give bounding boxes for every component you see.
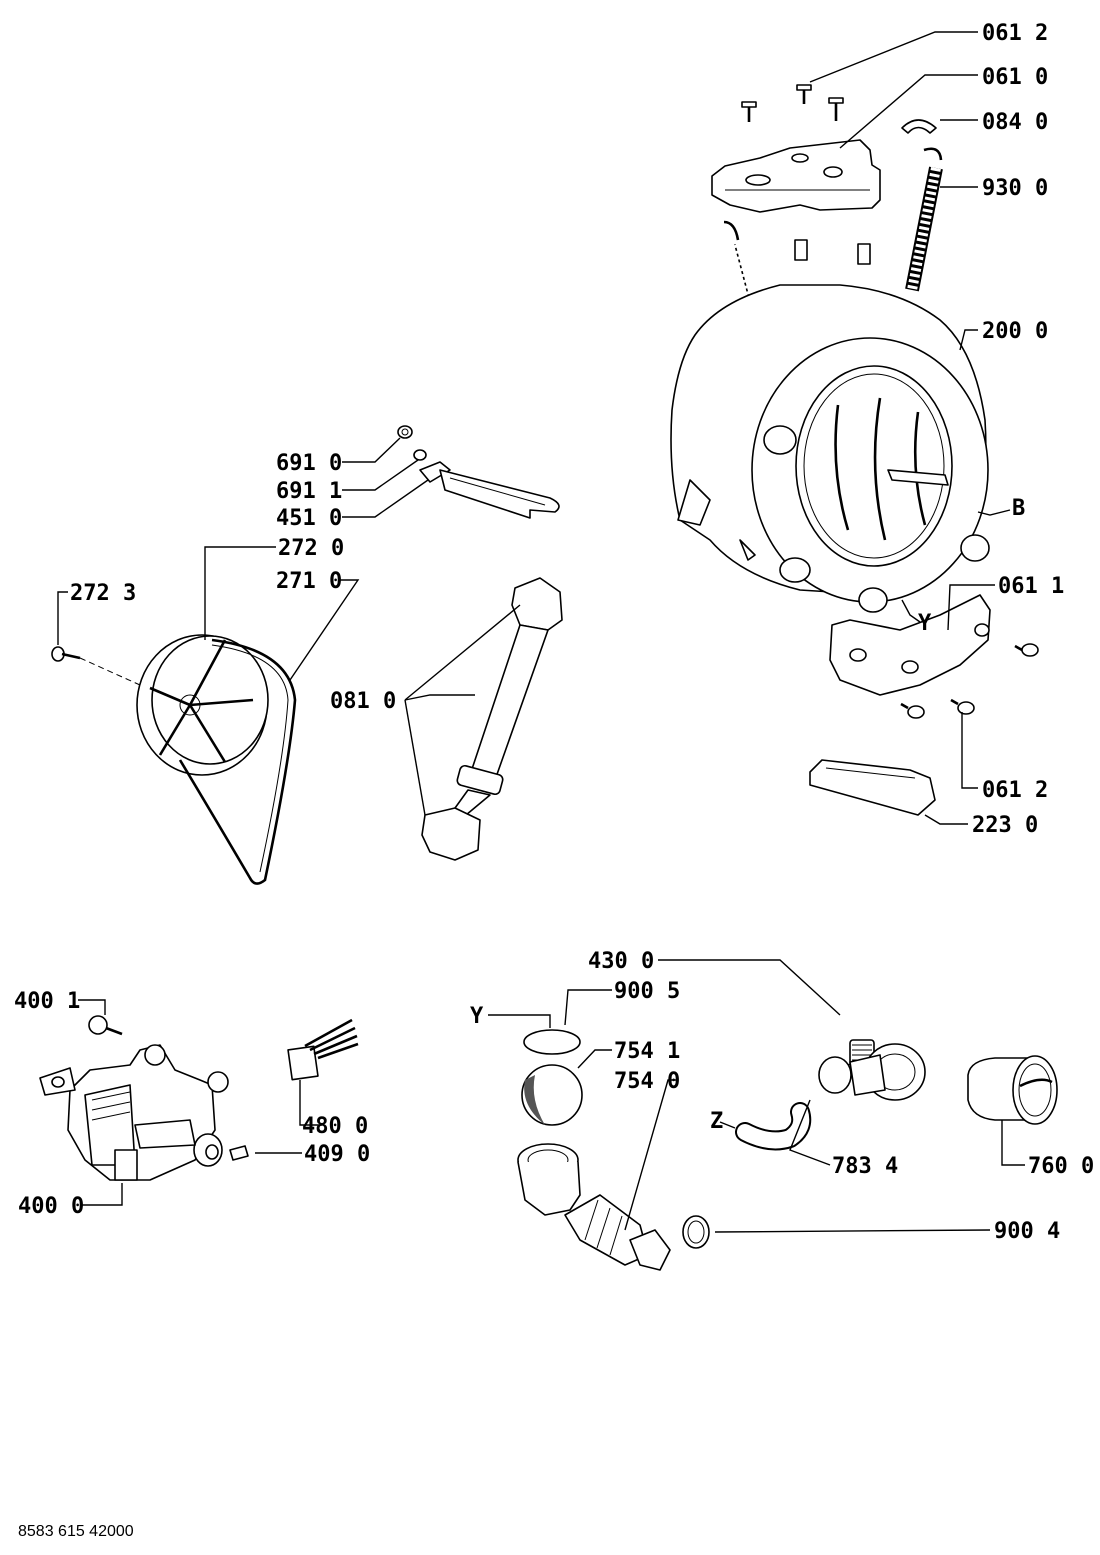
pulley-bolt: [51, 646, 141, 686]
sump: [517, 1143, 671, 1271]
pump-hose: [735, 1102, 812, 1151]
label-400-0: 400 0: [18, 1194, 84, 1219]
screw-bottom-3: [950, 698, 975, 715]
label-223-0: 223 0: [972, 813, 1038, 838]
label-400-1: 400 1: [14, 989, 80, 1014]
screw-bottom-1: [1014, 643, 1039, 657]
drive-belt: [178, 638, 297, 885]
heating-element: [419, 461, 560, 519]
label-061-1: 061 1: [998, 574, 1064, 599]
label-900-4: 900 4: [994, 1219, 1060, 1244]
label-200-0: 200 0: [982, 319, 1048, 344]
label-691-1: 691 1: [276, 479, 342, 504]
leader-lines: [57, 31, 1025, 1233]
screw-top-left: [741, 101, 757, 122]
connector: [287, 1018, 359, 1081]
label-409-0: 409 0: [304, 1142, 370, 1167]
label-691-0: 691 0: [276, 451, 342, 476]
hose-clamp: [682, 1215, 710, 1249]
screw-bottom-2: [900, 702, 925, 719]
washer: [413, 449, 427, 461]
label-Y-bottom: Y: [470, 1004, 484, 1029]
footer-code: 8583 615 42000: [18, 1523, 134, 1540]
spring-right: [905, 147, 943, 292]
label-Y-top: Y: [918, 611, 932, 636]
part-labels: 061 2 061 0 084 0 930 0 200 0 B 061 1 Y …: [14, 21, 1094, 1540]
label-930-0: 930 0: [982, 176, 1048, 201]
label-271-0: 271 0: [276, 569, 342, 594]
top-counterweight: [711, 139, 881, 213]
bump-stop: [901, 119, 937, 134]
label-061-2-bottom: 061 2: [982, 778, 1048, 803]
carbon-brush: [229, 1145, 249, 1161]
label-B: B: [1012, 496, 1025, 521]
label-061-0: 061 0: [982, 65, 1048, 90]
label-760-0: 760 0: [1028, 1154, 1094, 1179]
motor: [39, 1044, 229, 1181]
motor-bushing: [88, 1015, 123, 1036]
label-754-1: 754 1: [614, 1039, 680, 1064]
door-seal-ring: [809, 759, 936, 816]
pump-filter: [967, 1055, 1058, 1125]
label-061-2-top: 061 2: [982, 21, 1048, 46]
ball-valve: [521, 1064, 583, 1126]
label-272-3: 272 3: [70, 581, 136, 606]
label-Z: Z: [710, 1109, 723, 1134]
nut: [397, 425, 413, 439]
screw-top-middle: [796, 84, 812, 104]
label-900-5: 900 5: [614, 979, 680, 1004]
pulley: [136, 634, 269, 776]
label-451-0: 451 0: [276, 506, 342, 531]
label-430-0: 430 0: [588, 949, 654, 974]
bottom-counterweight: [829, 594, 991, 696]
label-084-0: 084 0: [982, 110, 1048, 135]
label-754-0: 754 0: [614, 1069, 680, 1094]
label-081-0: 081 0: [330, 689, 396, 714]
drain-pump: [818, 1039, 926, 1101]
label-272-0: 272 0: [278, 536, 344, 561]
screw-top-right: [828, 97, 844, 121]
o-ring: [523, 1029, 581, 1055]
label-783-4: 783 4: [832, 1154, 898, 1179]
tub: [670, 239, 990, 613]
shock-absorber: [421, 577, 563, 861]
label-480-0: 480 0: [302, 1114, 368, 1139]
